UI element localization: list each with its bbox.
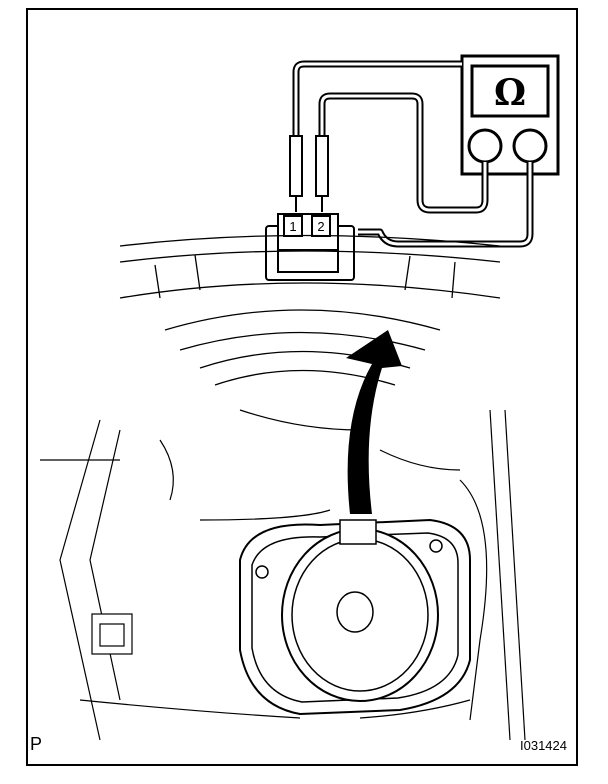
test-probes xyxy=(289,135,329,212)
ohmmeter-icon: Ω xyxy=(460,54,560,176)
connector-icon: 1 2 xyxy=(265,213,355,281)
curved-arrow-icon xyxy=(346,330,402,514)
figure-id: I031424 xyxy=(520,738,567,753)
meter-terminal-right xyxy=(512,128,548,164)
speaker-rim-detail xyxy=(119,234,501,386)
door-panel xyxy=(40,409,526,741)
corner-code: P xyxy=(30,734,42,754)
speaker-icon xyxy=(239,518,471,716)
pin-1-label: 1 xyxy=(289,219,296,234)
ohm-symbol: Ω xyxy=(494,72,526,114)
meter-terminal-left xyxy=(467,128,503,164)
pin-2-label: 2 xyxy=(317,219,324,234)
